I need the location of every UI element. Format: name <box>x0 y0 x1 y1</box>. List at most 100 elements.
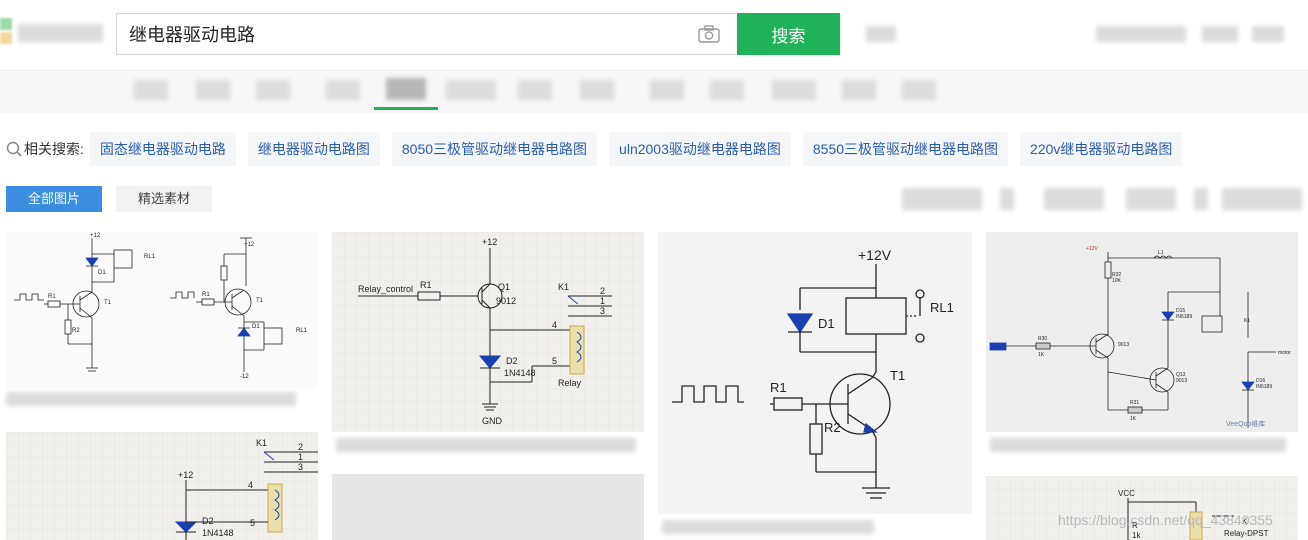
related-chip[interactable]: 8550三极管驱动继电器电路图 <box>802 132 1009 166</box>
schematic-label: IN5189 <box>1256 384 1272 390</box>
result-image[interactable]: +12 D1 RL1 R1 T1 R2 +12 R1 T1 D1 RL1 -12 <box>6 232 318 388</box>
result-image[interactable]: +12V D1 RL1 R1 T1 R2 <box>658 232 972 514</box>
schematic-label: T1 <box>104 300 112 306</box>
filter-blurred[interactable] <box>1044 188 1104 210</box>
nav-tab-blurred[interactable] <box>326 80 360 100</box>
result-caption[interactable] <box>662 520 874 534</box>
result-caption[interactable] <box>990 438 1286 452</box>
schematic-label: K1 <box>1244 318 1250 324</box>
nav-tab-blurred[interactable] <box>650 80 684 100</box>
schematic-label: T1 <box>256 298 264 304</box>
schematic-label: D2 <box>202 516 214 526</box>
schematic-label: 1K <box>1038 352 1045 358</box>
schematic-label: D1 <box>252 324 260 330</box>
schematic-label: +12 <box>178 470 193 480</box>
tab-featured[interactable]: 精选素材 <box>116 186 212 212</box>
result-image[interactable]: K1 2 1 3 4 +12 D2 1N4148 5 <box>6 432 318 540</box>
image-watermark: VeeQoo维库 <box>1226 419 1265 428</box>
related-label: 相关搜索: <box>6 139 84 159</box>
schematic-label: K1 <box>558 282 569 292</box>
result-caption[interactable] <box>336 438 636 452</box>
schematic-label: 5 <box>250 518 255 528</box>
schematic-label: D16 <box>1256 378 1265 384</box>
header-link-blurred[interactable] <box>1202 26 1238 42</box>
schematic-label: GND <box>482 416 503 426</box>
header-link-blurred[interactable] <box>1252 26 1284 42</box>
schematic-label: 1 <box>600 296 605 306</box>
schematic-label: L1 <box>1158 250 1164 256</box>
schematic-label: R1 <box>770 380 787 395</box>
nav-tab-blurred[interactable] <box>710 80 744 100</box>
schematic-label: R1 <box>420 280 432 290</box>
schematic-label: 4 <box>248 480 253 490</box>
schematic-label: 1N4148 <box>202 528 234 538</box>
schematic-label: D1 <box>98 270 106 276</box>
result-image[interactable]: VCC K Relay-DPST R 1k <box>986 476 1298 540</box>
result-image[interactable]: +12 Relay_control R1 Q1 9012 K1 2 1 3 4 … <box>332 232 644 432</box>
schematic-label: Relay-DPST <box>1224 529 1269 538</box>
schematic-label: 1N4148 <box>504 368 536 378</box>
result-caption[interactable] <box>6 392 296 406</box>
header-link-blurred[interactable] <box>866 26 896 42</box>
related-chip[interactable]: 220v继电器驱动电路图 <box>1020 132 1183 166</box>
schematic-label: 10K <box>1112 278 1122 284</box>
nav-tab-blurred[interactable] <box>518 80 552 100</box>
filter-blurred[interactable] <box>902 188 982 210</box>
schematic-label: +12 <box>482 237 497 247</box>
filter-blurred[interactable] <box>1222 188 1302 210</box>
nav-active-indicator <box>374 107 438 110</box>
related-chip[interactable]: uln2003驱动继电器电路图 <box>609 132 791 166</box>
filter-blurred[interactable] <box>1194 188 1208 210</box>
filter-blurred[interactable] <box>1000 188 1014 210</box>
schematic-label: 9012 <box>496 296 516 306</box>
nav-tab-blurred[interactable] <box>446 80 496 100</box>
schematic-label: Q1 <box>498 282 510 292</box>
result-image[interactable]: +12V L1 R32 10K D15 IN5189 K1 R30 1K 901… <box>986 232 1298 432</box>
nav-tab-blurred[interactable] <box>580 80 614 100</box>
schematic-label: +12 <box>90 233 101 239</box>
schematic-label: Relay <box>558 378 582 388</box>
camera-icon[interactable] <box>698 25 720 43</box>
schematic-label: R1 <box>48 294 56 300</box>
nav-tab-blurred[interactable] <box>902 80 936 100</box>
header-link-blurred[interactable] <box>1096 26 1186 42</box>
schematic-label: 4 <box>552 320 557 330</box>
schematic-label: 1K <box>1130 416 1137 422</box>
result-image[interactable] <box>332 474 644 540</box>
schematic-label: 3 <box>298 462 303 472</box>
schematic-label: R2 <box>72 328 80 334</box>
search-box <box>116 13 736 55</box>
filter-blurred[interactable] <box>1126 188 1176 210</box>
schematic-label: RL1 <box>930 300 954 315</box>
schematic-label: R30 <box>1038 336 1047 342</box>
nav-tab-blurred[interactable] <box>196 80 230 100</box>
search-icon <box>6 141 22 157</box>
schematic-label: 3 <box>600 306 605 316</box>
nav-tab-active-blurred[interactable] <box>386 78 426 100</box>
related-searches: 相关搜索: 固态继电器驱动电路 继电器驱动电路图 8050三极管驱动继电器电路图… <box>6 131 1194 167</box>
schematic-label: R <box>1132 521 1138 530</box>
nav-tab-blurred[interactable] <box>772 80 816 100</box>
nav-tab-blurred[interactable] <box>256 80 290 100</box>
schematic-label: 9013 <box>1118 342 1129 348</box>
nav-tab-blurred[interactable] <box>842 80 876 100</box>
schematic-label: +12 <box>244 242 255 248</box>
related-chip[interactable]: 8050三极管驱动继电器电路图 <box>391 132 598 166</box>
schematic-label: D15 <box>1176 308 1185 314</box>
schematic-label: IN5189 <box>1176 314 1192 320</box>
schematic-label: R31 <box>1130 400 1139 406</box>
related-chip[interactable]: 继电器驱动电路图 <box>247 132 380 166</box>
schematic-label: 1 <box>298 452 303 462</box>
tab-all-images[interactable]: 全部图片 <box>6 186 102 212</box>
schematic-label: Q13 <box>1176 372 1186 378</box>
schematic-label: motor <box>1278 350 1291 356</box>
site-logo[interactable] <box>0 14 110 54</box>
search-input[interactable] <box>129 14 689 54</box>
schematic-label: VCC <box>1118 489 1135 498</box>
page-watermark: https://blog.csdn.net/qq_43840355 <box>1058 512 1273 528</box>
schematic-label: D2 <box>506 356 518 366</box>
schematic-label: R1 <box>202 292 210 298</box>
nav-tab-blurred[interactable] <box>134 80 168 100</box>
search-button[interactable]: 搜索 <box>737 13 840 55</box>
related-chip[interactable]: 固态继电器驱动电路 <box>89 132 236 166</box>
